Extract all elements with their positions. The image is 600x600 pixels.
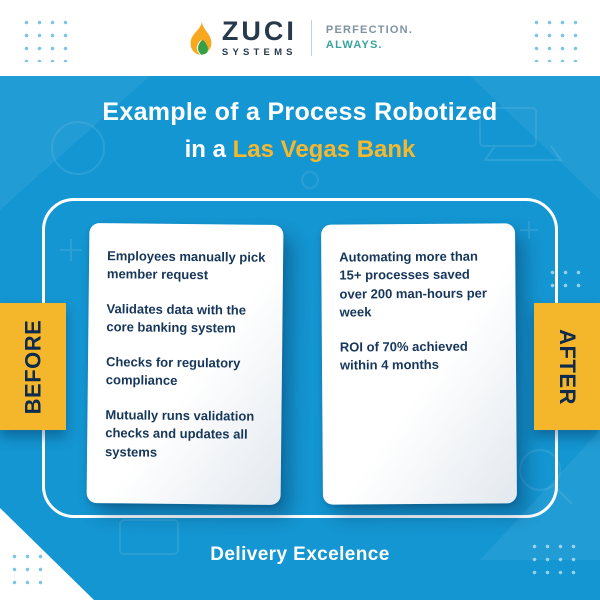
title-line2-prefix: in a	[184, 136, 226, 163]
logo-divider	[310, 20, 312, 56]
header-band: ZUCI SYSTEMS PERFECTION. ALWAYS.	[0, 0, 600, 76]
brand-tagline: PERFECTION. ALWAYS.	[326, 23, 413, 53]
tagline-line1: PERFECTION.	[325, 24, 414, 37]
after-item: Automating more than 15+ processes saved…	[339, 248, 487, 320]
before-banner: BEFORE	[0, 303, 66, 430]
flame-icon	[190, 20, 212, 55]
after-banner: AFTER	[534, 303, 600, 430]
before-item: Validates data with the core banking sys…	[106, 301, 247, 336]
before-label: BEFORE	[20, 319, 45, 414]
dot-grid-bottom-left	[8, 550, 50, 592]
after-item: ROI of 70% achieved within 4 months	[339, 338, 468, 373]
brand-name: ZUCI	[221, 16, 297, 47]
page-title: Example of a Process Robotized in a Las …	[0, 98, 600, 164]
title-line1: Example of a Process Robotized	[102, 98, 498, 126]
before-item: Employees manually pick member request	[106, 248, 266, 283]
zuci-logo: ZUCI SYSTEMS	[187, 18, 297, 58]
brand-subtitle: SYSTEMS	[221, 47, 297, 59]
before-card: Employees manually pick member request V…	[86, 222, 284, 506]
dot-grid-top-left	[20, 16, 70, 62]
dot-grid-mid-right	[546, 266, 586, 296]
tagline-line2: ALWAYS.	[325, 39, 383, 51]
after-label: AFTER	[555, 328, 581, 405]
title-line2: in a Las Vegas Bank	[0, 136, 600, 164]
footer-text: Delivery Excelence	[210, 544, 390, 565]
title-line2-highlight: Las Vegas Bank	[232, 136, 416, 163]
before-item: Checks for regulatory compliance	[105, 353, 241, 389]
dot-grid-top-right	[530, 16, 580, 62]
before-item: Mutually runs validation checks and upda…	[105, 406, 255, 460]
dot-grid-bottom-right	[528, 540, 578, 580]
after-card: Automating more than 15+ processes saved…	[321, 223, 517, 505]
